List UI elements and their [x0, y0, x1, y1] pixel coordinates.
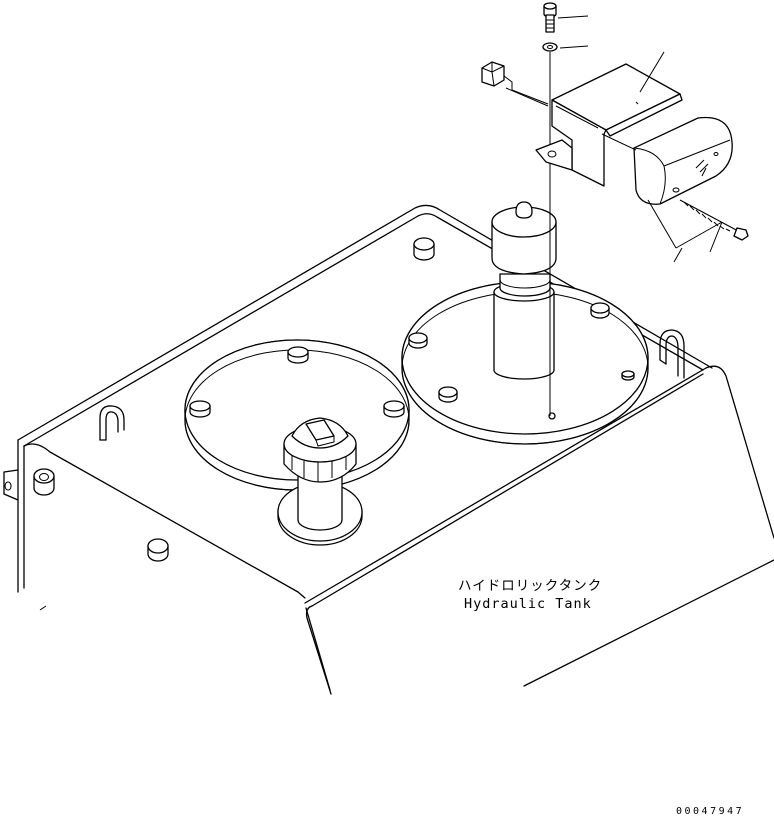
leader-lines: [557, 15, 723, 263]
tank-label-english: Hydraulic Tank: [464, 596, 592, 612]
lifting-hook-right: [659, 329, 685, 379]
filter-housing: [491, 201, 557, 420]
lifting-hook-left: [99, 405, 125, 441]
switch-connector: [481, 61, 637, 151]
filler-cap: [283, 417, 357, 483]
washer: [542, 42, 558, 52]
sensor-bracket: [535, 63, 683, 187]
tank-label-japanese: ハイドロリックタンク: [458, 578, 602, 594]
cover-bolts-right: [408, 302, 635, 403]
mounting-bolt: [543, 2, 557, 33]
drawing-number: 00047947: [676, 806, 744, 817]
switch-screw: [679, 199, 749, 241]
tank-boss-rear: [413, 237, 435, 261]
tank-boss-upper: [33, 468, 55, 496]
tank-boss-lower: [147, 538, 169, 562]
filler-neck: [277, 469, 363, 546]
cover-bolts-left: [189, 346, 405, 418]
hydraulic-tank: [3, 204, 774, 695]
level-switch: [633, 116, 733, 205]
